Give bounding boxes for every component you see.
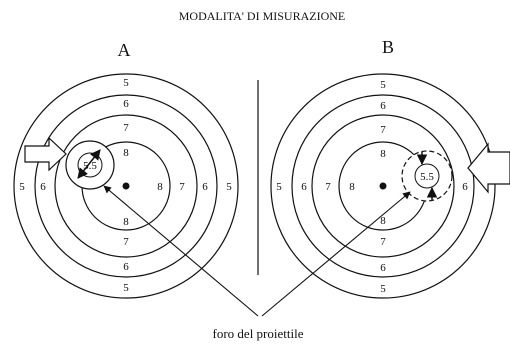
pointer-arrow-right-icon (24, 136, 67, 172)
leader-line-b (261, 191, 411, 317)
ring-number-6: 6 (380, 100, 386, 112)
ring-number-8: 8 (380, 148, 386, 160)
ring-number-8: 8 (157, 181, 163, 193)
ring-number-5: 5 (276, 181, 282, 193)
ring-number-6: 6 (462, 181, 468, 193)
ring-number-5: 5 (380, 283, 386, 295)
ring-number-5: 5 (123, 77, 129, 89)
hole-diameter-arrow (77, 149, 101, 179)
ring-number-5: 5 (380, 79, 386, 91)
pointer-arrow-left-icon (467, 142, 510, 194)
ring-number-6: 6 (301, 181, 307, 193)
caption: foro del proiettile (213, 326, 304, 341)
ring-number-5: 5 (226, 181, 232, 193)
leader-line-a (103, 185, 259, 317)
ring-number-8: 8 (349, 181, 355, 193)
ring-number-7: 7 (123, 122, 129, 134)
ring-7 (54, 114, 198, 258)
ring-5 (13, 73, 239, 299)
ring-5 (270, 73, 496, 299)
ring-number-7: 7 (380, 236, 386, 248)
target-b: 5 6 7 8 8 7 6 5 5 6 7 8 6 5 5.5 (270, 73, 510, 299)
ring-number-6: 6 (380, 262, 386, 274)
target-center-dot (379, 182, 387, 190)
ring-number-7: 7 (179, 181, 185, 193)
ring-6 (291, 94, 475, 278)
ring-number-7: 7 (325, 181, 331, 193)
ring-number-6: 6 (123, 98, 129, 110)
ring-6 (34, 94, 218, 278)
ring-number-8: 8 (380, 215, 386, 227)
ring-number-5: 5 (19, 181, 25, 193)
hole-score-label: 5.5 (420, 171, 434, 183)
bullet-hole-outline (401, 150, 453, 202)
panel-b-label: B (382, 37, 394, 57)
ring-number-8: 8 (123, 216, 129, 228)
ring-number-7: 7 (380, 124, 386, 136)
ring-number-8: 8 (123, 147, 129, 159)
ring-number-5: 5 (123, 282, 129, 294)
panel-a-label: A (118, 40, 131, 60)
ring-7 (311, 114, 455, 258)
target-a: 5 6 7 8 8 7 6 5 8 7 6 5 5 6 5.5 (13, 73, 239, 299)
ring-number-6: 6 (202, 181, 208, 193)
ring-number-7: 7 (123, 236, 129, 248)
ring-number-6: 6 (123, 261, 129, 273)
ring-number-6: 6 (40, 181, 46, 193)
target-center-dot (122, 182, 130, 190)
diagram-title: MODALITA' DI MISURAZIONE (179, 9, 346, 23)
